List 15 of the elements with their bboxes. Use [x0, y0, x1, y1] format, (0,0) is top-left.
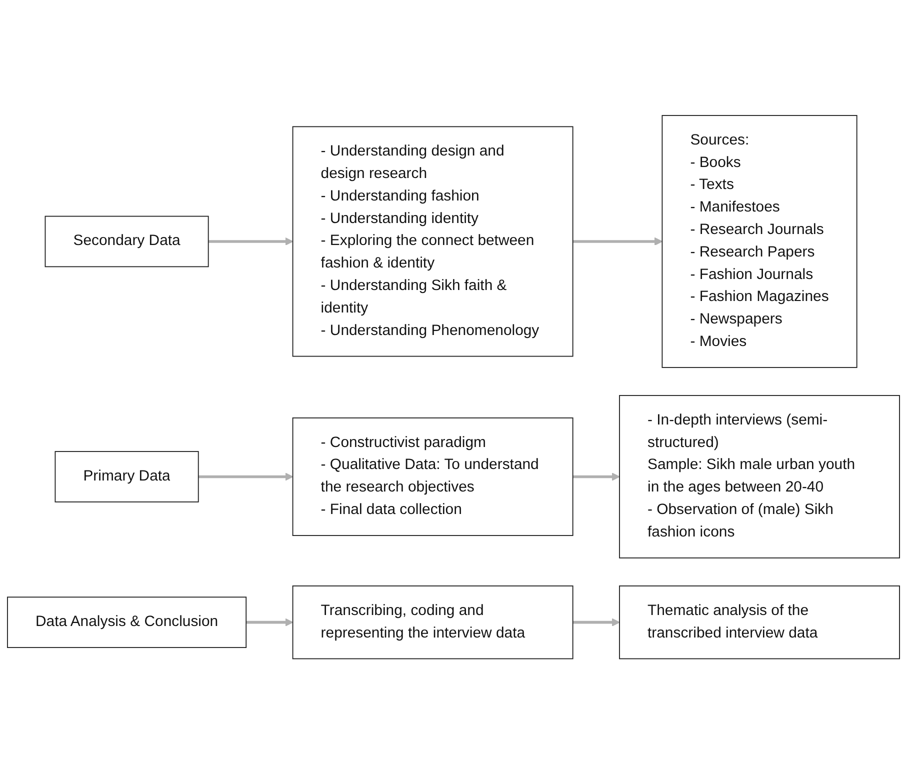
node-box: Sources: - Books - Texts - Manifestoes - Research Journals - Research Papers - Fashion Journals - Fashion Magazines - Newspapers - Movies — [662, 114, 858, 368]
node-box: - Understanding design and design research - Understanding fashion - Understanding identity - Exploring the connect between fashion & identity - Understanding Sikh faith & identity - Understanding Phenomenology — [292, 126, 574, 357]
node-box: Secondary Data — [44, 216, 209, 268]
node-box: Thematic analysis of the transcribed interview data — [619, 585, 900, 660]
arrow — [198, 472, 294, 481]
arrow — [246, 618, 294, 626]
node-box: Transcribing, coding and representing the interview data — [292, 585, 574, 660]
arrow — [572, 472, 620, 481]
node-box: Data Analysis & Conclusion — [7, 596, 247, 648]
node-box: Primary Data — [54, 450, 199, 502]
arrow — [572, 618, 620, 626]
node-box: - In-depth interviews (semi-structured) Sample: Sikh male urban youth in the ages between 20-40 - Observation of (male) Sikh fashion icons — [619, 394, 900, 558]
arrow — [208, 237, 294, 246]
node-box: - Constructivist paradigm - Qualitative Data: To understand the research objectives - Final data collection — [292, 417, 574, 536]
arrow — [572, 237, 663, 246]
